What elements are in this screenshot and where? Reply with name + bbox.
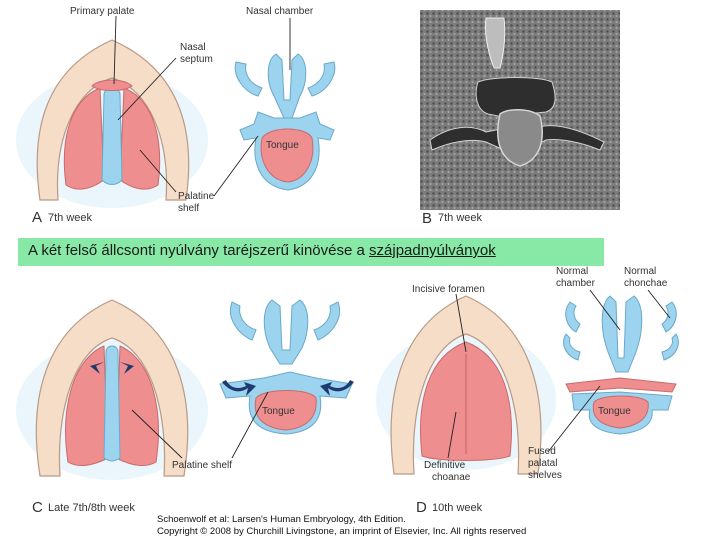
nasal-left-process <box>234 61 263 97</box>
label-definitive-choanae-1: Definitive <box>424 460 466 471</box>
panel-d-palate <box>376 295 556 475</box>
coronal-tongue <box>260 128 314 183</box>
label-fused-2: palatal <box>528 458 557 469</box>
panel-c-caption: Late 7th/8th week <box>48 502 135 514</box>
label-nasal-septum-1: Nasal <box>180 42 206 53</box>
panel-c-septum <box>103 345 121 462</box>
leader-palatine-shelf-lower <box>231 391 269 459</box>
lower-nasal-septum <box>263 299 309 365</box>
right-fused-palate <box>565 377 677 393</box>
label-definitive-choanae-2: choanae <box>432 472 471 483</box>
lower-arrow-left <box>222 380 256 396</box>
lower-arrow-right <box>320 380 354 396</box>
nasal-right-process <box>307 61 336 97</box>
panel-c-arrow-left <box>90 362 104 374</box>
panel-a-primary-palate <box>91 79 133 91</box>
label-tongue-right: Tongue <box>598 406 631 417</box>
leader-palatine-shelf-top <box>213 135 259 197</box>
label-palatine-shelf-1: Palatine <box>178 191 215 202</box>
caption-banner: A két felső állcsonti nyúlvány taréjszer… <box>18 238 604 266</box>
label-tongue-top: Tongue <box>266 140 299 151</box>
caption-underlined-term[interactable]: szájpadnyúlványok <box>369 242 496 259</box>
leader-fused-shelves <box>547 385 601 453</box>
label-primary-palate: Primary palate <box>70 6 135 17</box>
panel-c-arrow-right <box>120 362 134 374</box>
panel-c-right-shelf <box>115 345 159 466</box>
panel-a-jaw-outer <box>36 39 190 201</box>
label-fused-3: shelves <box>528 470 562 481</box>
label-incisive-foramen: Incisive foramen <box>412 284 485 295</box>
label-normal-chamber-2: chamber <box>556 278 596 289</box>
panel-d-letter: D <box>416 499 427 516</box>
label-fused-1: Fused <box>528 446 556 457</box>
nasal-septum-structure <box>267 53 307 119</box>
lower-tongue <box>254 390 317 431</box>
lower-nasal-left <box>230 301 257 341</box>
coronal-section-7th-week <box>234 53 336 191</box>
panel-c-jaw-outer <box>35 299 189 477</box>
right-nasal-septum <box>601 295 643 373</box>
panel-d-caption: 10th week <box>432 502 483 514</box>
panel-c-letter: C <box>32 499 43 516</box>
panel-b-micrograph <box>420 10 620 210</box>
right-tongue <box>592 395 649 429</box>
panel-a-palate <box>16 39 208 208</box>
leader-nasal-septum <box>117 57 177 121</box>
credit-line-2: Copyright © 2008 by Churchill Livingston… <box>157 526 527 537</box>
coronal-section-8th-week <box>219 299 354 435</box>
label-nasal-chamber: Nasal chamber <box>246 6 314 17</box>
leader-primary-palate <box>113 15 117 85</box>
credit-line-1: Schoenwolf et al: Larsen's Human Embryol… <box>157 514 406 525</box>
caption-text: A két felső állcsonti nyúlvány taréjszer… <box>28 242 370 259</box>
label-normal-chamber-1: Normal <box>556 266 588 277</box>
panel-a-septum <box>101 87 123 185</box>
label-nasal-septum-2: septum <box>180 54 213 65</box>
panel-c-palate <box>16 299 208 480</box>
label-palatine-shelf-c: Palatine shelf <box>172 460 232 471</box>
right-nasal-left-conchae <box>563 301 581 361</box>
panel-b-letter: B <box>422 210 432 227</box>
label-normal-chonchae-1: Normal <box>624 266 656 277</box>
sem-tongue <box>497 109 543 167</box>
leader-normal-chamber <box>589 289 621 331</box>
leader-palatine-shelf-a <box>139 149 177 193</box>
lower-nasal-right <box>313 301 340 341</box>
sem-septum <box>485 17 506 69</box>
panel-b-caption: 7th week <box>438 212 483 224</box>
copyright-credit: Schoenwolf et al: Larsen's Human Embryol… <box>157 514 577 538</box>
label-tongue-lower: Tongue <box>262 406 295 417</box>
panel-a-letter: A <box>32 209 42 226</box>
panel-c-left-shelf <box>65 345 109 466</box>
leader-definitive-choanae <box>447 411 457 459</box>
leader-incisive-foramen <box>455 293 467 353</box>
coronal-section-10th-week <box>563 295 679 435</box>
leader-normal-chonchae <box>647 289 671 319</box>
panel-a-caption: 7th week <box>48 212 93 224</box>
label-normal-chonchae-2: chonchae <box>624 278 668 289</box>
leader-palatine-shelf-c <box>131 409 183 459</box>
right-nasal-right-conchae <box>661 301 679 361</box>
panel-d-jaw-outer <box>390 295 542 475</box>
label-palatine-shelf-2: shelf <box>178 203 199 214</box>
